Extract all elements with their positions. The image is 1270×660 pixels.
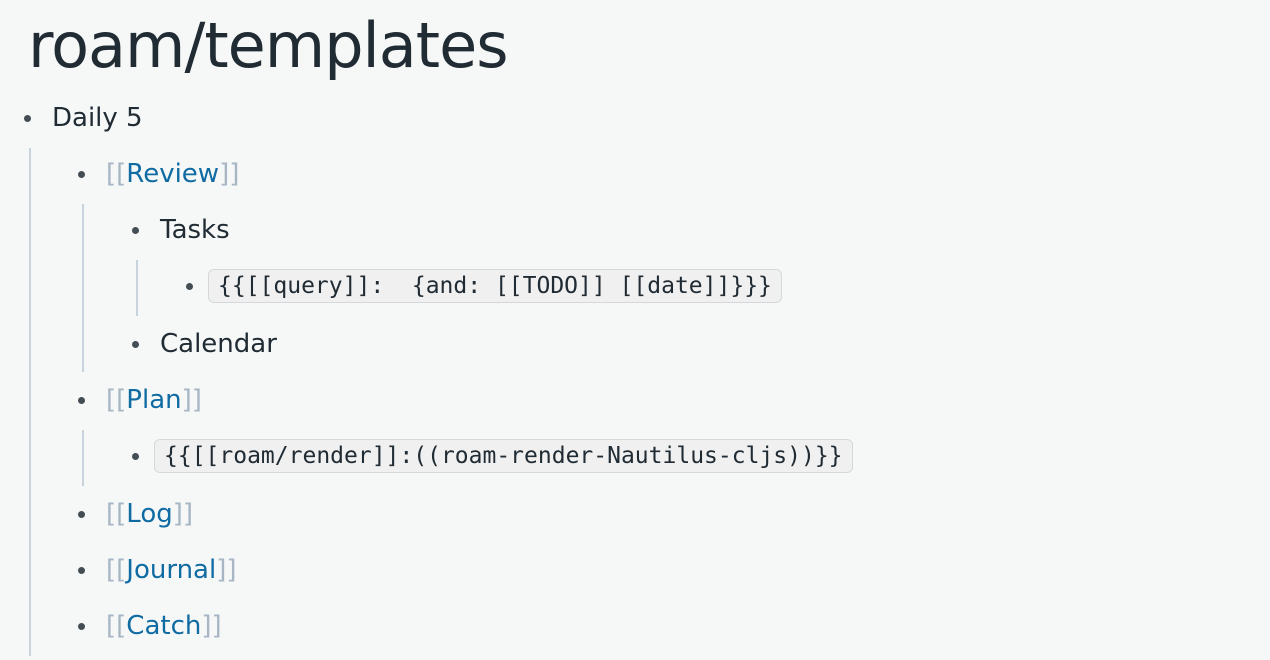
render-code-block[interactable]: {{[[roam/render]]:((roam-render-Nautilus… [154, 439, 853, 473]
block-bullet[interactable] [132, 340, 139, 348]
link-open-brackets: [[ [106, 385, 127, 415]
query-code-block[interactable]: {{[[query]]: {and: [[TODO]] [[date]]}}} [208, 269, 782, 303]
children-guide-plan[interactable] [82, 430, 84, 486]
block-bullet[interactable] [78, 396, 85, 404]
block-bullet[interactable] [78, 622, 85, 630]
children-guide-tasks[interactable] [136, 260, 138, 316]
block-text-daily5[interactable]: Daily 5 [52, 103, 143, 133]
link-open-brackets: [[ [106, 611, 127, 641]
block-catch: [[ Catch ]] [78, 606, 222, 646]
link-open-brackets: [[ [106, 499, 127, 529]
page-link-log[interactable]: Log [126, 499, 173, 529]
page-link-catch[interactable]: Catch [126, 611, 202, 641]
link-close-brackets: ]] [219, 159, 240, 189]
block-query: {{[[query]]: {and: [[TODO]] [[date]]}}} [186, 266, 782, 306]
block-daily5: Daily 5 [24, 98, 143, 138]
block-plan: [[ Plan ]] [78, 380, 202, 420]
block-bullet[interactable] [186, 282, 193, 290]
block-bullet[interactable] [78, 510, 85, 518]
block-bullet[interactable] [132, 452, 139, 460]
block-journal: [[ Journal ]] [78, 550, 237, 590]
block-calendar: Calendar [132, 324, 277, 364]
page-link-plan[interactable]: Plan [126, 385, 182, 415]
block-review: [[ Review ]] [78, 154, 239, 194]
link-close-brackets: ]] [181, 385, 202, 415]
children-guide-review[interactable] [82, 204, 84, 372]
block-bullet[interactable] [78, 566, 85, 574]
children-guide-daily5[interactable] [29, 148, 31, 656]
link-close-brackets: ]] [216, 555, 237, 585]
link-close-brackets: ]] [201, 611, 222, 641]
page-title[interactable]: roam/templates [28, 9, 509, 82]
block-text-tasks[interactable]: Tasks [160, 215, 230, 245]
block-bullet[interactable] [132, 226, 139, 234]
page-link-review[interactable]: Review [126, 159, 220, 189]
block-tasks: Tasks [132, 210, 230, 250]
page-link-journal[interactable]: Journal [126, 555, 217, 585]
block-text-calendar[interactable]: Calendar [160, 329, 277, 359]
link-open-brackets: [[ [106, 159, 127, 189]
link-open-brackets: [[ [106, 555, 127, 585]
link-close-brackets: ]] [172, 499, 194, 529]
block-bullet[interactable] [24, 114, 31, 122]
block-render: {{[[roam/render]]:((roam-render-Nautilus… [132, 436, 853, 476]
block-bullet[interactable] [78, 170, 85, 178]
block-log: [[ Log ]] [78, 494, 193, 534]
